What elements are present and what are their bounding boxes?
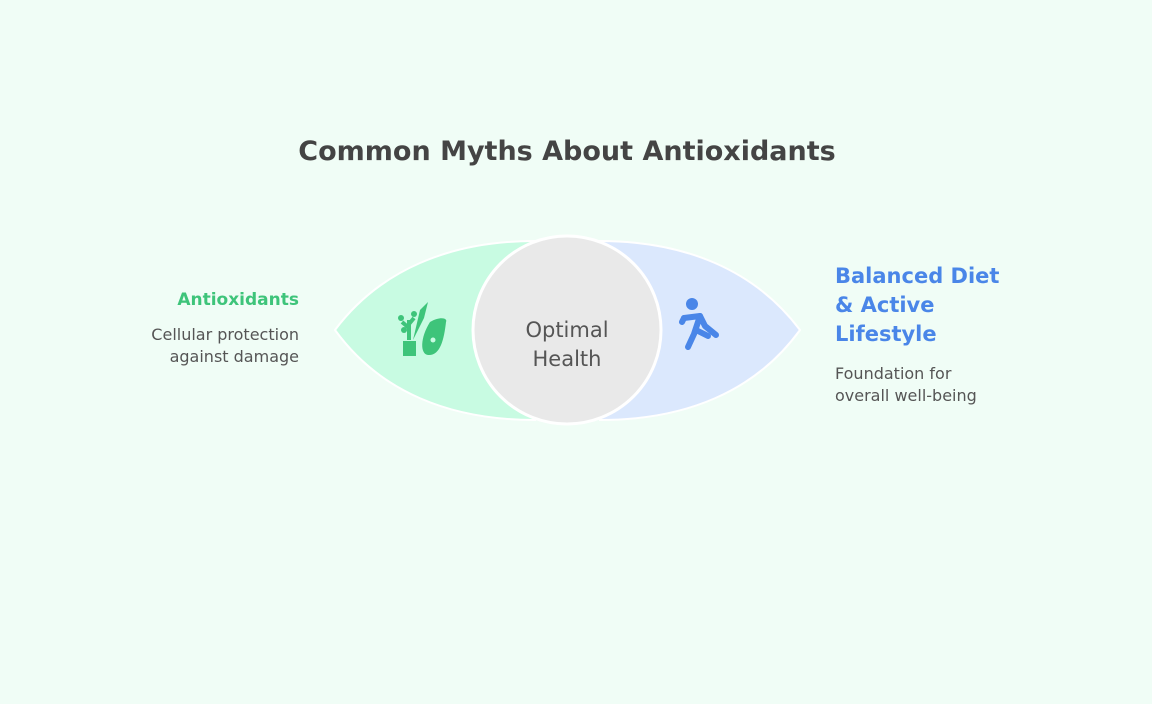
- running-person-icon: [679, 298, 719, 350]
- center-circle: [471, 234, 663, 426]
- left-title: Antioxidants: [177, 290, 299, 310]
- left-annotation: Antioxidants Cellular protection against…: [151, 290, 299, 368]
- center-label-line1: Optimal: [525, 318, 609, 342]
- left-desc-line1: Cellular protection: [151, 325, 299, 344]
- left-desc-line2: against damage: [169, 347, 299, 366]
- right-annotation: Balanced Diet & Active Lifestyle Foundat…: [835, 262, 1005, 407]
- right-title: Balanced Diet & Active Lifestyle: [835, 264, 1000, 346]
- center-label-line2: Health: [532, 347, 602, 371]
- center-label: Optimal Health: [474, 316, 660, 374]
- right-desc-line2: overall well-being: [835, 386, 977, 405]
- diagram-title: Common Myths About Antioxidants: [298, 136, 836, 167]
- right-desc-line1: Foundation for: [835, 364, 952, 383]
- plant-fruit-icon: [398, 302, 447, 356]
